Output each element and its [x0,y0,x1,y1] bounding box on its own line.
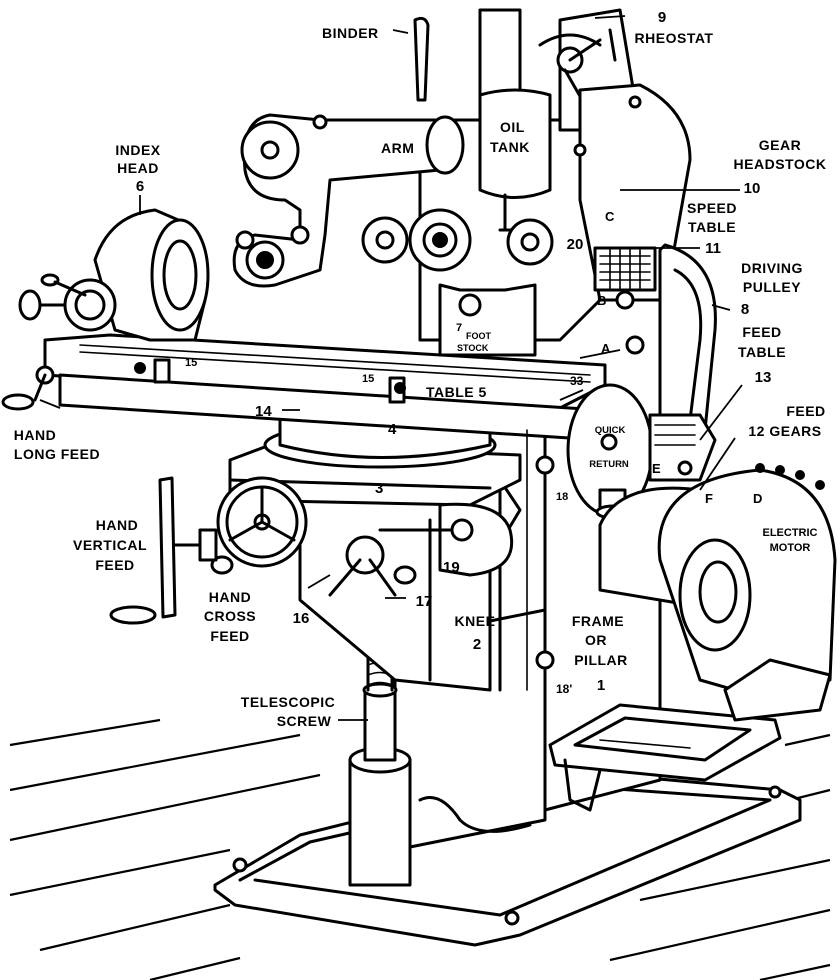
electric-motor [657,463,837,722]
label-7: 7 [456,322,462,334]
label-16: 16 [293,610,310,627]
label-feed-table-feed: FEED [742,324,781,340]
rheostat [538,28,617,107]
label-head: HEAD [117,160,159,176]
hand-vertical-feed-crank [109,476,218,625]
spindle [361,208,554,272]
callout-labels: BINDER 9 RHEOSTAT INDEX HEAD 6 ARM OIL T… [14,9,827,729]
label-12-gears: 12 GEARS [748,423,821,439]
label-speed-table: TABLE [688,219,736,235]
driving-pulley [658,243,717,432]
binder-lever [413,16,430,102]
label-b: B [597,293,606,308]
label-vertical: VERTICAL [73,537,147,553]
label-c: C [605,209,615,224]
foot-stock [438,283,537,357]
label-feed-gears-feed: FEED [786,403,825,419]
label-hand-vertical: HAND [96,517,138,533]
label-rheostat: RHEOSTAT [635,30,714,46]
label-tank: TANK [490,139,530,155]
label-pulley: PULLEY [743,279,801,295]
label-electric: ELECTRIC [763,527,818,539]
label-motor: MOTOR [770,542,811,554]
label-18-prime: 18' [556,682,572,696]
label-speed: SPEED [687,200,737,216]
label-hand-cross: HAND [209,589,251,605]
label-pillar: PILLAR [574,652,628,668]
label-d: D [753,491,762,506]
label-10: 10 [744,180,761,197]
label-binder: BINDER [322,25,379,41]
label-knee: KNEE [455,613,496,629]
label-or: OR [585,632,607,648]
base [213,768,802,947]
label-cross: CROSS [204,608,256,624]
leader-lines [39,15,743,721]
label-frame: FRAME [572,613,624,629]
hand-long-feed-crank [1,365,55,411]
label-e: E [652,461,661,476]
label-index: INDEX [115,142,160,158]
label-table5: TABLE 5 [426,384,487,400]
label-14: 14 [255,403,272,420]
label-2: 2 [473,636,481,653]
label-driving: DRIVING [741,260,803,276]
label-cross-feed: FEED [210,628,249,644]
label-telescopic: TELESCOPIC [241,694,335,710]
label-return: RETURN [589,459,629,470]
label-15b: 15 [362,373,374,385]
label-1: 1 [597,677,605,694]
feed-levers [328,502,514,597]
label-headstock: HEADSTOCK [734,156,827,172]
label-feed-table-table: TABLE [738,344,786,360]
overarm [232,113,465,288]
label-arm: ARM [381,140,414,156]
clamps [526,429,555,691]
label-15a: 15 [185,357,197,369]
label-11: 11 [705,240,721,257]
label-vertical-feed: FEED [95,557,134,573]
label-foot: FOOT [466,331,491,341]
label-gear: GEAR [759,137,801,153]
label-screw: SCREW [277,713,332,729]
label-20: 20 [567,236,584,253]
index-head [18,208,210,342]
label-stock: STOCK [457,343,489,353]
label-18: 18 [556,491,568,503]
label-3: 3 [375,480,383,497]
label-33: 33 [570,374,584,388]
label-9: 9 [658,9,666,26]
foot-tray [548,703,782,812]
label-oil: OIL [500,119,525,135]
label-4: 4 [388,421,397,438]
label-a: A [601,341,611,356]
label-quick: QUICK [595,425,626,436]
label-8: 8 [741,301,749,318]
label-19: 19 [443,559,460,576]
label-13: 13 [755,369,772,386]
label-long-feed: LONG FEED [14,446,100,462]
floor-boards [9,718,831,980]
label-6: 6 [136,178,144,195]
label-hand-long: HAND [14,427,56,443]
label-17: 17 [416,593,433,610]
label-f: F [705,491,713,506]
hand-cross-feed-wheel [210,476,308,575]
